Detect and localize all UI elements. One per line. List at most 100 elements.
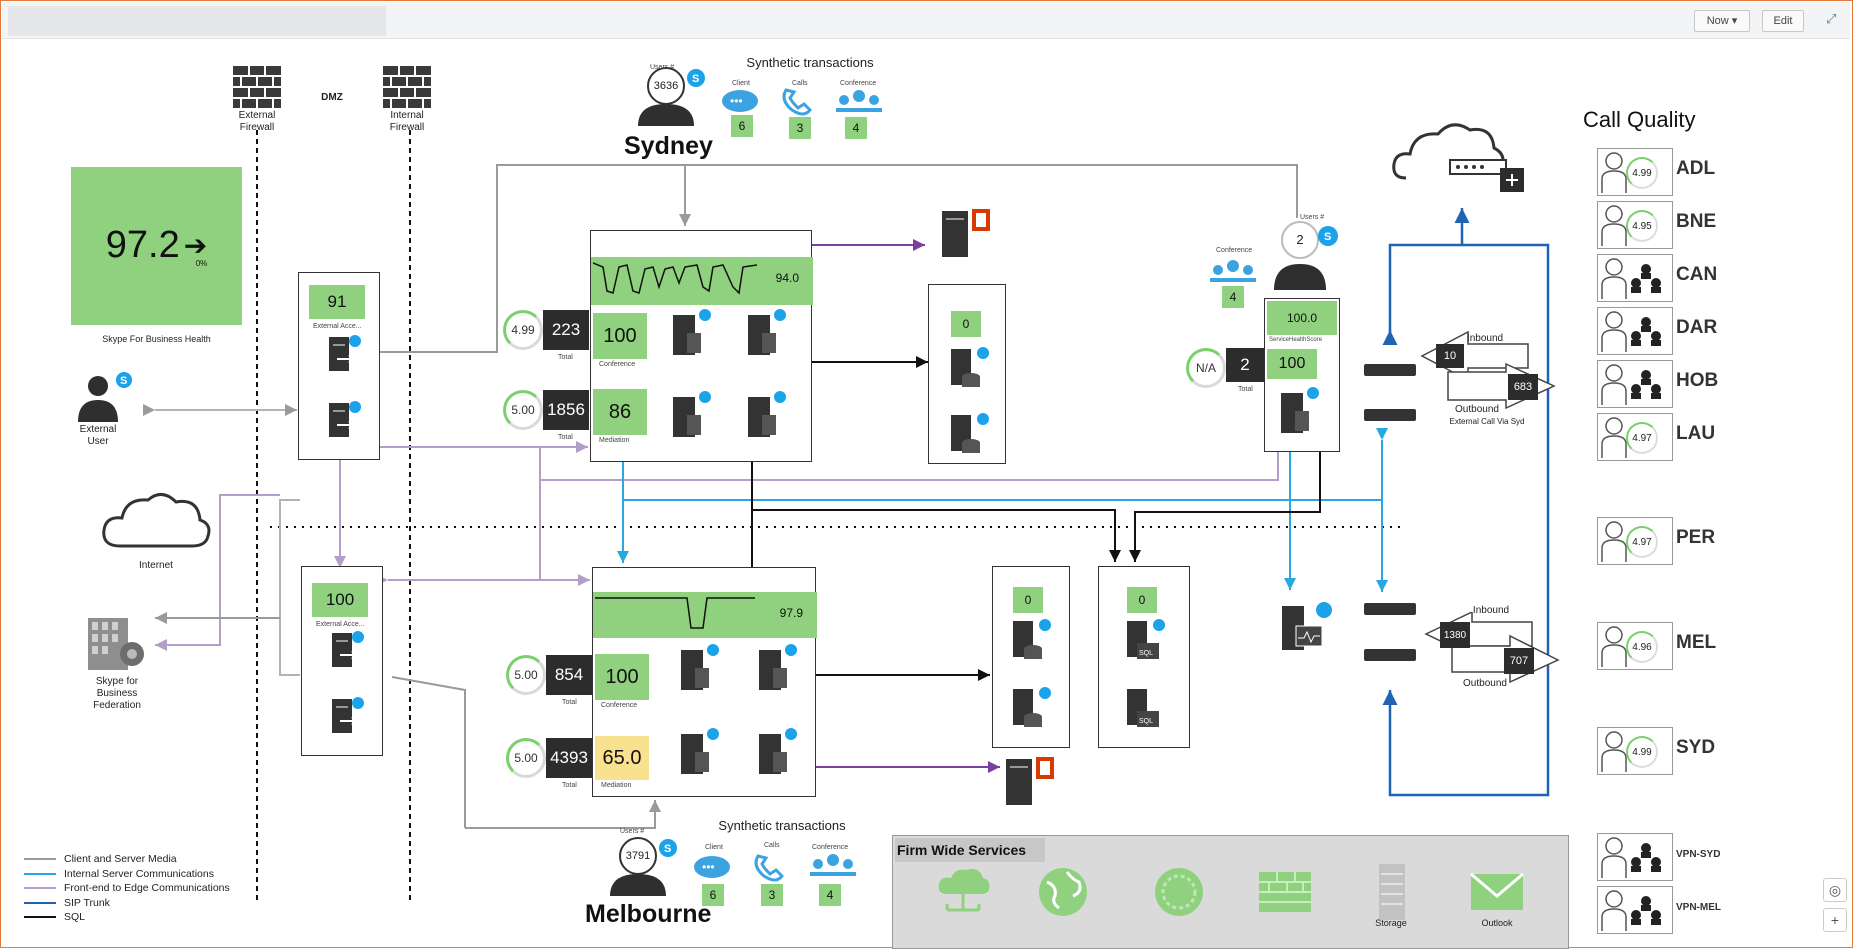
melbourne-health-graph: 97.9 xyxy=(593,592,817,638)
call-quality-site[interactable]: 4.95 xyxy=(1597,201,1673,249)
legend-label: Client and Server Media xyxy=(64,853,177,865)
sydney-client-label: Client xyxy=(732,80,750,87)
melbourne-med-total-label: Total xyxy=(562,782,577,789)
group-icon xyxy=(1628,316,1664,353)
call-quality-site[interactable]: 4.99 xyxy=(1597,727,1673,775)
call-quality-site[interactable] xyxy=(1597,307,1673,355)
globe-icon[interactable] xyxy=(1031,864,1095,922)
sydney-health-graph: 94.0 xyxy=(591,257,813,305)
edge-server-icon xyxy=(330,631,364,667)
call-quality-site[interactable] xyxy=(1597,360,1673,408)
melbourne-db1-value: 0 xyxy=(1013,587,1043,613)
zoom-in-icon[interactable]: + xyxy=(1823,908,1847,932)
calls-phone-icon xyxy=(750,852,794,884)
legend-label: SIP Trunk xyxy=(64,896,110,909)
sql-server-icon: SQL xyxy=(1125,619,1165,659)
legend-label: Front-end to Edge Communications xyxy=(64,882,230,894)
call-quality-site-code: PER xyxy=(1676,527,1716,548)
legend-item: Client and Server Media xyxy=(24,853,177,865)
melbourne-conf-pct: 100 xyxy=(595,654,649,700)
sydney-synthetic-title: Synthetic transactions xyxy=(746,55,874,70)
edit-button[interactable]: Edit xyxy=(1762,10,1804,32)
remote-users-icon: S xyxy=(1270,212,1342,292)
remote-health-sub: ServiceHealthScore xyxy=(1269,337,1323,343)
melbourne-sql-store[interactable]: 0 xyxy=(992,566,1070,748)
conference-icon xyxy=(1206,258,1260,288)
sip-top-inbound-label: Inbound xyxy=(1466,333,1504,344)
call-quality-site-code: SYD xyxy=(1676,737,1716,758)
storage-icon[interactable]: Storage xyxy=(1359,864,1423,928)
mail-icon[interactable]: Outlook xyxy=(1465,864,1529,928)
call-quality-site[interactable]: 4.97 xyxy=(1597,413,1673,461)
sip-bottom-outbound-label: Outbound xyxy=(1463,678,1507,689)
fullscreen-icon[interactable]: ⤢ xyxy=(1826,11,1837,26)
legend-swatch xyxy=(24,916,56,918)
melbourne-conference-value: 4 xyxy=(819,884,841,906)
database-server-icon xyxy=(1011,687,1051,727)
dmz-label: DMZ xyxy=(321,92,343,103)
health-label: Skype For Business Health xyxy=(102,334,211,344)
call-quality-site-code: LAU xyxy=(1676,423,1716,444)
edge-pool-bottom[interactable]: 100 External Acce... xyxy=(301,566,383,756)
remote-pct: 100 xyxy=(1267,349,1317,379)
sydney-sql-store[interactable]: 0 xyxy=(928,284,1006,464)
melbourne-client-label: Client xyxy=(705,844,723,851)
firewall-icon[interactable] xyxy=(1253,864,1317,922)
remote-score: N/A xyxy=(1186,348,1226,388)
sip-trunk-top[interactable]: 10 683 xyxy=(1418,330,1558,410)
call-quality-site[interactable] xyxy=(1597,833,1673,881)
ring-icon[interactable] xyxy=(1147,864,1211,922)
call-quality-site[interactable]: 4.99 xyxy=(1597,148,1673,196)
sydney-calls-label: Calls xyxy=(792,80,808,87)
time-range-button[interactable]: Now ▾ xyxy=(1694,10,1750,32)
sydney-conference-value: 4 xyxy=(845,117,867,139)
person-icon xyxy=(1601,205,1627,246)
edge-server-icon xyxy=(327,401,361,437)
trend-arrow-icon: ➔ xyxy=(183,230,208,261)
call-quality-site-code: MEL xyxy=(1676,632,1717,653)
external-user-label: External User xyxy=(79,424,117,447)
locate-icon[interactable]: ◎ xyxy=(1823,878,1847,902)
sydney-med-total: 1856 xyxy=(543,390,589,430)
person-icon xyxy=(1601,837,1627,878)
call-quality-site[interactable]: 4.97 xyxy=(1597,517,1673,565)
edge-server-icon xyxy=(327,335,361,371)
call-quality-site[interactable]: 4.96 xyxy=(1597,622,1673,670)
edge-bottom-sub: External Acce... xyxy=(316,621,365,628)
sydney-users-icon: S xyxy=(634,62,705,126)
sydney-conference-label: Conference xyxy=(840,80,877,87)
health-tile[interactable]: 97.2 ➔ 0% xyxy=(71,167,242,325)
melbourne-sql-cluster[interactable]: 0 SQL SQL xyxy=(1098,566,1190,748)
edge-pool-top[interactable]: 91 External Acce... xyxy=(298,272,380,460)
melbourne-users-icon: S xyxy=(606,832,677,896)
sydney-front-end-pool[interactable]: 94.0 100 Conference 86 Mediation xyxy=(590,230,813,462)
sydney-med-score: 5.00 xyxy=(503,390,543,430)
sip-trunk-bottom[interactable]: 1380 707 xyxy=(1422,610,1562,692)
firm-wide-title: Firm Wide Services xyxy=(897,842,1027,858)
person-icon xyxy=(1601,258,1627,299)
call-quality-score: 4.99 xyxy=(1626,736,1658,768)
gateway-device-icon xyxy=(1364,409,1416,421)
edge-bottom-value: 100 xyxy=(312,583,368,617)
sydney-conf-total: 223 xyxy=(543,310,589,350)
top-toolbar: Now ▾ Edit ⤢ xyxy=(2,2,1850,39)
melbourne-title: Melbourne xyxy=(585,900,712,928)
server-icon xyxy=(757,728,797,774)
cloud-network-icon[interactable] xyxy=(931,864,995,922)
remote-conference-value: 4 xyxy=(1222,286,1244,308)
remote-site-pool[interactable]: 100.0 ServiceHealthScore 100 xyxy=(1264,298,1340,452)
call-quality-site-code: DAR xyxy=(1676,317,1718,338)
call-quality-score: 4.97 xyxy=(1626,526,1658,558)
server-icon xyxy=(671,309,711,355)
melbourne-med-score: 5.00 xyxy=(506,738,546,778)
sip-bottom-outbound-value: 707 xyxy=(1504,648,1534,674)
office-server-icon xyxy=(1004,753,1060,807)
conference-icon xyxy=(832,88,886,118)
melbourne-front-end-pool[interactable]: 97.9 100 Conference 65.0 Mediation xyxy=(592,567,817,797)
call-quality-site[interactable] xyxy=(1597,886,1673,934)
sydney-conf-total-label: Total xyxy=(558,354,573,361)
call-quality-site[interactable] xyxy=(1597,254,1673,302)
server-icon xyxy=(679,644,719,690)
sip-bottom-inbound-label: Inbound xyxy=(1472,605,1510,616)
sydney-users-label: Users # xyxy=(650,64,675,71)
